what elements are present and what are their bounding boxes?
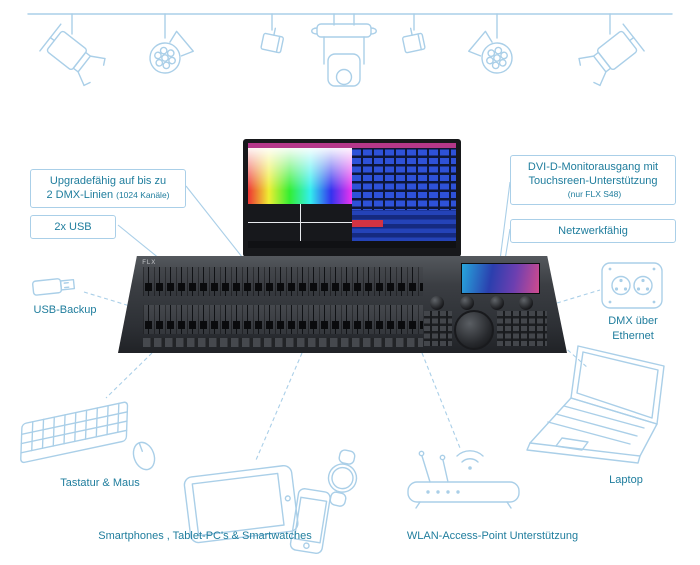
callout-text-line: DVI-D-Monitorausgang mit [527, 161, 659, 173]
button-pad-right [497, 311, 547, 347]
active-cue-highlight [352, 219, 384, 227]
encoder-knob [459, 296, 474, 311]
quad-view-window [248, 203, 352, 242]
caption-dmx-ethernet: DMX über Ethernet [594, 314, 672, 344]
palette-grid-window [352, 143, 456, 216]
callout-text-line: 2x USB [54, 221, 92, 233]
callout-network: Netzwerkfähig [510, 219, 676, 244]
connector-line [83, 291, 131, 307]
keyboard-icon [20, 401, 129, 464]
keyboard-mouse-icon [20, 401, 156, 471]
encoder-knobs [430, 296, 534, 311]
smartphone-icon [289, 488, 331, 554]
connector-line [556, 289, 601, 304]
caption-keyboard-mouse: Tastatur & Maus [60, 477, 140, 489]
external-monitor [243, 139, 461, 276]
mouse-icon [132, 441, 156, 471]
usb-stick-icon [31, 278, 76, 296]
tablet-icon [183, 464, 299, 544]
button-pad-left [424, 311, 453, 347]
callout-text-line: Netzwerkfähig [558, 225, 628, 237]
wlan-router-icon [407, 450, 520, 509]
fader-bank-top [142, 266, 424, 296]
flx-lighting-console: FLX [118, 256, 567, 353]
flash-buttons [142, 338, 424, 348]
monitor-screen [248, 143, 456, 248]
callout-text-line: Touchsreen-Unterstützung [528, 175, 658, 188]
callout-text-line: Upgradefähig auf bis zu [49, 175, 167, 187]
stage-lights-truss [27, 13, 673, 88]
fader-bank-bottom [142, 304, 424, 334]
console-touchscreen [461, 262, 540, 294]
callout-dvi-touchscreen: DVI-D-Monitorausgang mit Touchsreen-Unte… [510, 155, 676, 205]
encoder-knob [489, 296, 504, 311]
encoder-knob [430, 296, 445, 311]
connector-line [421, 352, 461, 449]
caption-wlan: WLAN-Access-Point Unterstützung [406, 530, 579, 542]
caption-line: DMX über [608, 315, 658, 327]
caption-laptop: Laptop [609, 474, 643, 486]
jog-wheel [453, 310, 494, 351]
callout-text-line: 2 DMX-Linien(1024 Kanäle) [46, 189, 170, 202]
encoder-knob [519, 296, 534, 311]
connector-line [185, 185, 247, 263]
caption-smart-devices: Smartphones , Tablet-PC's & Smartwatches [98, 530, 312, 542]
console-brand: FLX [142, 259, 157, 266]
color-picker-window [248, 143, 352, 209]
dmx-ethernet-icon [601, 262, 663, 309]
connector-line [255, 352, 303, 461]
callout-2x-usb: 2x USB [30, 215, 116, 240]
monitor-taskbar [248, 240, 456, 248]
caption-usb-backup: USB-Backup [33, 304, 97, 316]
callout-text-line: (nur FLX S48) [567, 188, 622, 199]
wifi-icon [456, 450, 484, 470]
connector-line [499, 181, 511, 261]
smartwatch-icon [327, 449, 358, 507]
caption-line: Ethernet [612, 329, 654, 342]
connector-line [105, 352, 153, 399]
laptop-icon [526, 345, 665, 464]
console-body: FLX [118, 256, 567, 353]
truss-group [27, 13, 673, 88]
callout-dmx-lines: Upgradefähig auf bis zu 2 DMX-Linien(102… [30, 169, 186, 208]
cue-list-window [352, 210, 456, 242]
